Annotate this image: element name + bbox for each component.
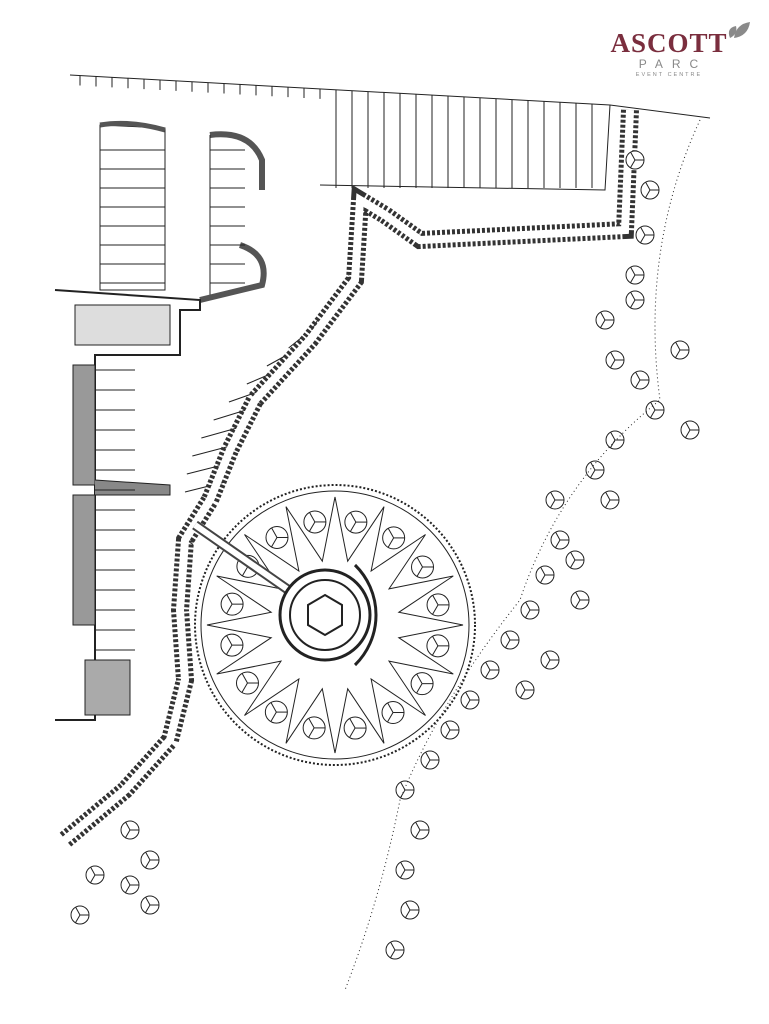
parking-row-top (69, 74, 711, 191)
logo-sub: PARC (638, 57, 708, 71)
stone-path (59, 109, 639, 847)
circular-garden (192, 484, 476, 766)
logo-name: ASCOTT (610, 28, 728, 58)
logo-tagline: EVENT CENTRE (635, 72, 703, 78)
leaf-icon (728, 22, 750, 38)
building (54, 289, 201, 721)
parking-lot-left (99, 120, 319, 493)
ascott-parc-logo: ASCOTT PARC EVENT CENTRE (584, 20, 754, 86)
tree-planting (70, 150, 700, 960)
